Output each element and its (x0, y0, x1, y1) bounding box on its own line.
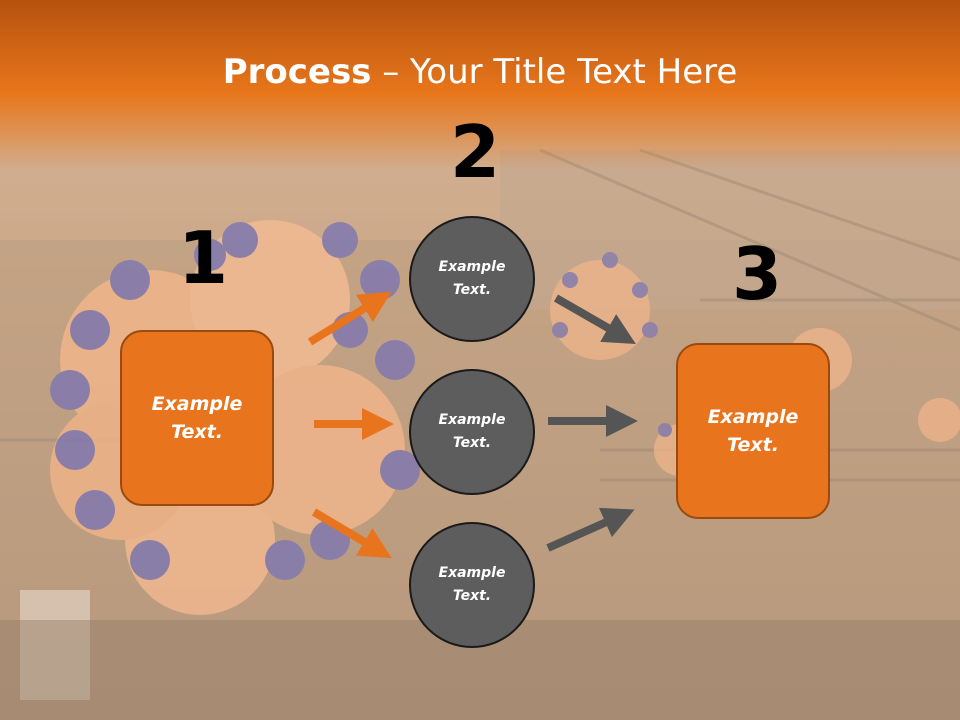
step-2a-circle: Example Text. (409, 216, 535, 342)
arrow-1-to-top (307, 291, 392, 346)
step-number-3: 3 (732, 232, 783, 316)
step-2c-circle: Example Text. (409, 522, 535, 648)
arrow-bottom-to-3 (546, 507, 635, 552)
title-bar: Process – Your Title Text Here (0, 0, 960, 170)
step-2b-text: Example Text. (438, 411, 506, 451)
step-2b-circle: Example Text. (409, 369, 535, 495)
slide-title: Process – Your Title Text Here (0, 52, 960, 92)
arrow-1-to-bottom (311, 508, 392, 559)
step-1-text: Example Text. (151, 392, 243, 444)
step-2c-text: Example Text. (438, 564, 506, 604)
arrow-top-to-3 (554, 294, 636, 344)
step-3-text: Example Text. (707, 405, 799, 457)
title-bold: Process (222, 52, 372, 92)
step-number-1: 1 (178, 216, 229, 300)
step-2a-text: Example Text. (438, 258, 506, 298)
step-3-box: Example Text. (676, 343, 830, 519)
step-1-box: Example Text. (120, 330, 274, 506)
step-number-2: 2 (450, 110, 501, 194)
title-rest: – Your Title Text Here (371, 52, 738, 92)
